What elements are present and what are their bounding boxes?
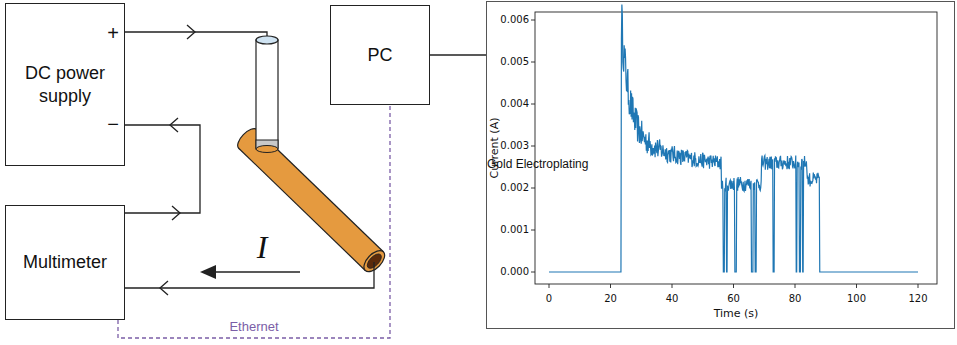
current-chevron xyxy=(187,25,195,39)
y-tick xyxy=(531,20,535,21)
multimeter-box: Multimeter xyxy=(5,205,125,320)
x-tick-label: 40 xyxy=(666,294,679,304)
x-tick-label: 80 xyxy=(789,294,802,304)
ethernet-link xyxy=(118,105,390,338)
y-tick xyxy=(531,146,535,147)
data-link xyxy=(430,54,486,55)
arrow-chevron xyxy=(170,118,178,132)
x-tick-label: 20 xyxy=(604,294,617,304)
y-tick xyxy=(531,272,535,273)
y-tick-label: 0.006 xyxy=(500,15,529,25)
y-tick-label: 0.005 xyxy=(500,57,529,67)
x-tick xyxy=(795,284,796,288)
current-symbol: I xyxy=(257,231,268,263)
current-trace xyxy=(549,5,918,272)
x-tick-label: 120 xyxy=(908,294,927,304)
chart-title: Gold Electroplating xyxy=(487,157,588,172)
y-tick xyxy=(531,188,535,189)
current-chevron xyxy=(160,281,168,295)
x-tick xyxy=(549,284,550,288)
x-tick-label: 0 xyxy=(546,294,552,304)
x-tick xyxy=(672,284,673,288)
y-tick xyxy=(531,104,535,105)
pc-box: PC xyxy=(330,5,430,105)
wire xyxy=(125,125,200,213)
x-tick xyxy=(610,284,611,288)
edge-label: Ethernet xyxy=(229,320,278,333)
x-tick-label: 100 xyxy=(847,294,866,304)
x-tick-label: 60 xyxy=(727,294,740,304)
current-plot xyxy=(531,5,937,288)
box-label: DC power supply xyxy=(19,62,111,107)
chart-panel: Gold Electroplating xyxy=(486,1,955,329)
y-tick-label: 0.002 xyxy=(500,183,529,193)
positive-wire xyxy=(125,32,267,40)
x-tick xyxy=(918,284,919,288)
power-supply-box: DC power supply xyxy=(5,3,125,166)
terminal-sign: + xyxy=(107,23,119,43)
y-tick-label: 0.001 xyxy=(500,225,529,235)
box-label: PC xyxy=(367,44,392,67)
axis-title: Time (s) xyxy=(714,308,759,319)
copper-rod xyxy=(234,125,388,275)
current-arrow xyxy=(214,271,300,273)
electrode-tube xyxy=(256,36,278,153)
x-tick xyxy=(733,284,734,288)
y-tick xyxy=(531,230,535,231)
y-tick xyxy=(531,62,535,63)
arrow-chevron xyxy=(172,206,180,220)
current-arrowhead xyxy=(200,265,216,279)
box-label: Multimeter xyxy=(23,251,107,274)
y-tick-label: 0.000 xyxy=(500,267,529,277)
x-tick xyxy=(856,284,857,288)
terminal-sign: − xyxy=(107,114,119,134)
return-wire xyxy=(125,262,374,288)
axis-title: Current (A) xyxy=(489,118,500,179)
y-tick-label: 0.003 xyxy=(500,141,529,151)
y-tick-label: 0.004 xyxy=(500,99,529,109)
